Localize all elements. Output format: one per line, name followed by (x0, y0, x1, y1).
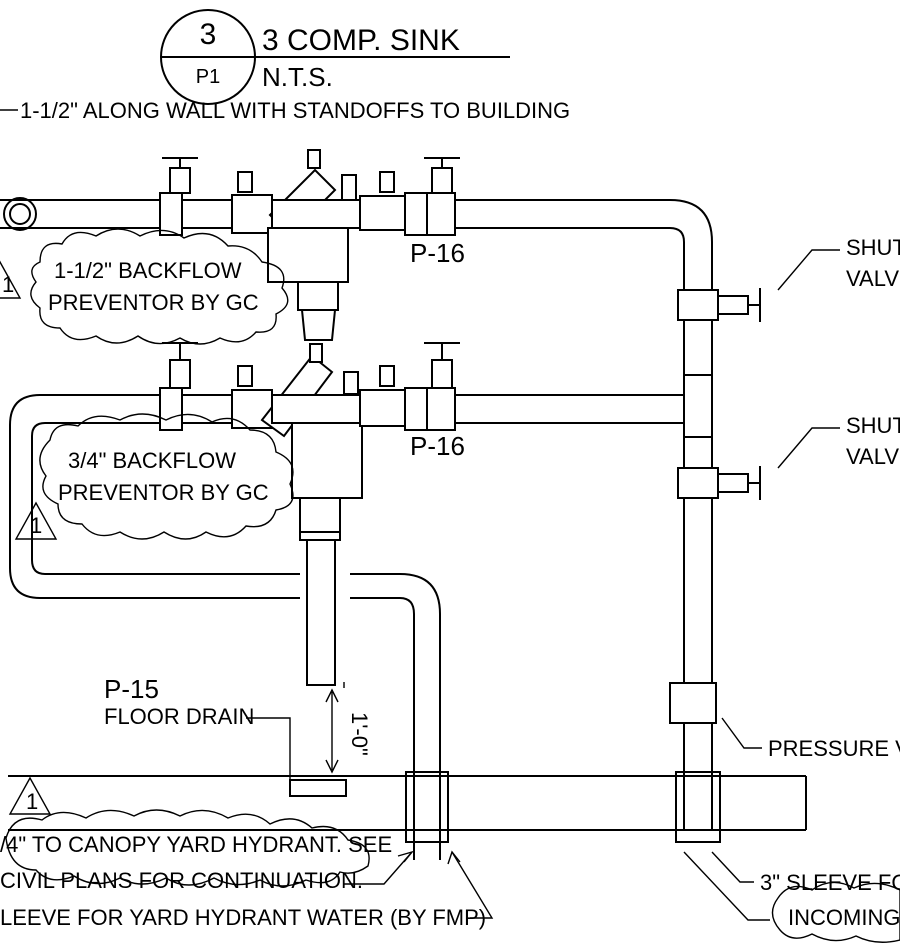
incoming-label: INCOMING (788, 905, 900, 930)
along-wall-note: 1-1/2" ALONG WALL WITH STANDOFFS TO BUIL… (20, 98, 570, 123)
revision-mark: 1 (2, 272, 14, 297)
sleeve-leader (451, 851, 494, 919)
shutoff-bottom-line2: VALV (846, 444, 899, 469)
coupling (404, 192, 428, 236)
backflow-small-line1: 3/4" BACKFLOW (68, 448, 236, 473)
pipe-elbow (669, 227, 685, 243)
valve-body (426, 387, 456, 431)
hydrant-line1: /4" TO CANOPY YARD HYDRANT. SEE (0, 832, 392, 857)
sleeve (405, 771, 449, 843)
revision-mark: 1 (30, 513, 42, 538)
valve-body (181, 394, 233, 424)
shutoff-top-line2: VALV (846, 266, 899, 291)
dimension-arrow (325, 759, 339, 774)
test-cock (343, 371, 359, 395)
test-cock (379, 171, 395, 193)
revision-mark: 1 (26, 789, 38, 814)
revision-cloud (771, 881, 900, 943)
shutoff-leader (777, 427, 840, 469)
dimension-arrow (325, 688, 339, 703)
air-gap (297, 281, 339, 311)
valve-body (426, 192, 456, 236)
detail-title-block: 3 P1 3 COMP. SINK N.T.S. (160, 9, 510, 105)
shutoff-valve-body (677, 467, 719, 499)
detail-sheet: P1 (196, 66, 220, 88)
shutoff-leader (777, 249, 840, 291)
pipe-outer-loop (9, 394, 300, 599)
coupling (404, 387, 428, 431)
detail-title: 3 COMP. SINK (262, 24, 460, 57)
valve-bonnet (431, 167, 453, 194)
hydrant-pipe (350, 573, 449, 860)
revision-cloud (30, 228, 289, 345)
valve-body (181, 199, 233, 229)
hydrant-line2: CIVIL PLANS FOR CONTINUATION. (0, 868, 363, 893)
pipe-end-cap-outer (3, 197, 37, 231)
sleeve-hydrant-label: LEEVE FOR YARD HYDRANT WATER (BY FMP) (0, 905, 486, 930)
detail-scale: N.T.S. (262, 62, 333, 92)
coupling (159, 192, 183, 236)
drain-pipe (306, 539, 336, 686)
floor-drain-label: FLOOR DRAIN (104, 704, 254, 729)
backflow-small-line2: PREVENTOR BY GC (58, 480, 269, 505)
relief-chamber (291, 422, 363, 499)
coupling (159, 387, 183, 431)
revision-cloud (5, 809, 370, 887)
dimension-text: 1'-0" (347, 712, 372, 756)
test-cock (341, 174, 357, 201)
pipe-end-cap-inner (9, 203, 31, 225)
test-cock (307, 149, 321, 169)
tag-p16-bottom: P-16 (410, 431, 465, 461)
revision-triangle (14, 501, 58, 540)
shutoff-bottom-line1: SHUT (846, 413, 900, 438)
middle-backflow-assembly (159, 342, 460, 686)
top-supply-pipe (0, 197, 713, 243)
hydrant-leader (344, 851, 413, 885)
shutoff-valve-stem (717, 473, 749, 493)
revision-triangle (0, 260, 22, 299)
revision-cloud (39, 413, 294, 540)
floor-drain-leader (246, 717, 291, 780)
pipe-elbow (669, 199, 713, 243)
relief-chamber (267, 227, 349, 283)
pipe-elbow (399, 573, 441, 615)
pressure-valve-label: PRESSURE V (768, 736, 900, 761)
backflow-large-line1: 1-1/2" BACKFLOW (54, 258, 242, 283)
sleeve3-leader (711, 851, 754, 883)
pressure-valve (669, 682, 717, 724)
middle-supply-pipe (9, 394, 684, 599)
valve-bonnet (169, 359, 191, 389)
vertical-riser (669, 242, 761, 843)
backflow-large-line2: PREVENTOR BY GC (48, 290, 259, 315)
incoming-leader (683, 851, 770, 921)
leader-arrow (447, 850, 461, 865)
test-cock (379, 365, 395, 387)
test-cock (237, 365, 253, 387)
leader-arrow (397, 850, 414, 863)
valve-bonnet (169, 167, 191, 194)
tag-p15: P-15 (104, 674, 159, 704)
detail-number: 3 (200, 18, 217, 51)
check-valve (359, 195, 406, 231)
pressure-leader (721, 717, 762, 749)
check-valve (231, 194, 273, 234)
test-cock (309, 343, 323, 363)
test-cock (237, 171, 253, 193)
shutoff-valve-stem (717, 295, 749, 315)
check-valve (359, 389, 406, 427)
sleeve (675, 771, 721, 843)
floor-drain (289, 779, 347, 797)
top-backflow-assembly (159, 149, 460, 341)
tag-p16-top: P-16 (410, 238, 465, 268)
pipe-inner-loop (31, 422, 300, 575)
drain-funnel (301, 309, 336, 341)
air-gap (299, 497, 341, 533)
pipe-elbow (399, 597, 415, 615)
drain-funnel (299, 532, 341, 541)
valve-bonnet (431, 359, 453, 389)
shutoff-valve-body (677, 289, 719, 321)
revision-triangle (8, 776, 52, 815)
shutoff-top-line1: SHUT (846, 235, 900, 260)
